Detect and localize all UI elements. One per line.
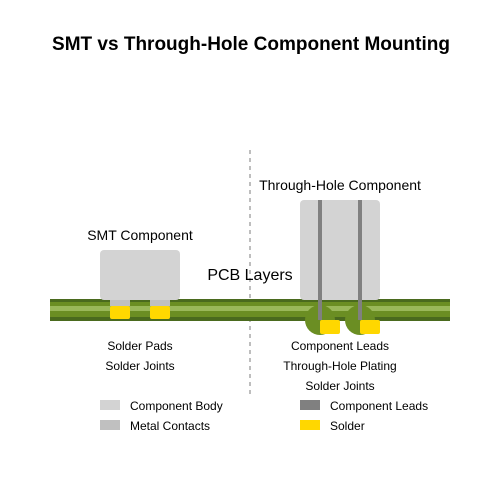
legend-swatch-component-body <box>100 400 120 410</box>
legend-swatch-solder <box>300 420 320 430</box>
legend-label-component-body: Component Body <box>130 399 223 413</box>
smt-component <box>100 250 180 319</box>
smt-caption-solder-pads: Solder Pads <box>107 339 172 353</box>
legend-label-solder: Solder <box>330 419 365 433</box>
tht-solder-joint-right <box>360 320 380 334</box>
smt-solder-pad-left <box>110 306 130 319</box>
tht-component-label: Through-Hole Component <box>259 177 421 193</box>
smt-caption-solder-joints: Solder Joints <box>105 359 174 373</box>
legend-label-component-leads: Component Leads <box>330 399 428 413</box>
tht-caption-component-leads: Component Leads <box>291 339 389 353</box>
pcb-layers-label: PCB Layers <box>207 267 292 284</box>
tht-solder-joint-left <box>320 320 340 334</box>
tht-caption-solder-joints: Solder Joints <box>305 379 374 393</box>
tht-component-lead-left <box>318 200 322 320</box>
legend: Component Body Component Leads Metal Con… <box>100 399 428 433</box>
smt-component-body <box>100 250 180 300</box>
legend-label-metal-contacts: Metal Contacts <box>130 419 210 433</box>
diagram-title: SMT vs Through-Hole Component Mounting <box>52 34 450 55</box>
tht-caption-plating: Through-Hole Plating <box>283 359 396 373</box>
pcb-layer-light <box>50 306 450 311</box>
smt-metal-contact-left <box>110 296 130 306</box>
legend-swatch-component-leads <box>300 400 320 410</box>
smt-solder-pad-right <box>150 306 170 319</box>
legend-swatch-metal-contacts <box>100 420 120 430</box>
through-hole-component <box>300 200 380 335</box>
tht-component-lead-right <box>358 200 362 320</box>
smt-component-label: SMT Component <box>87 227 193 243</box>
smt-metal-contact-right <box>150 296 170 306</box>
tht-component-body <box>300 200 380 300</box>
